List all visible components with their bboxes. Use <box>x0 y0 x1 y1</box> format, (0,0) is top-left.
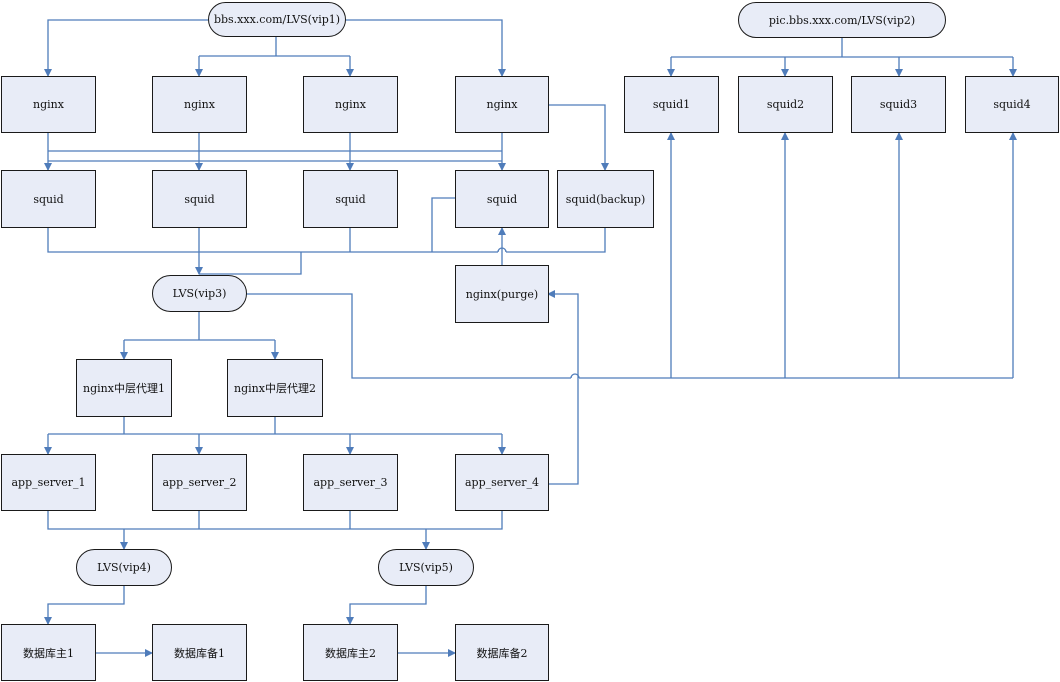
lvs-vip2-node: pic.bbs.xxx.com/LVS(vip2) <box>738 2 946 38</box>
connector-nginx4-squid-backup <box>548 104 609 171</box>
nginx-node-4: nginx <box>455 76 549 133</box>
lvs-vip1-node: bbs.xxx.com/LVS(vip1) <box>208 2 346 37</box>
lvs-vip4-node: LVS(vip4) <box>76 549 172 586</box>
connector-vip5-db2 <box>346 586 427 625</box>
squid-node-3: squid <box>303 170 398 228</box>
pic-squid-node-4: squid4 <box>965 76 1059 133</box>
db-backup-node-1: 数据库备1 <box>152 624 247 681</box>
squid-node-4: squid <box>455 170 549 228</box>
db-master-node-2: 数据库主2 <box>303 624 398 681</box>
connector-squid-bus <box>47 228 606 253</box>
db-master-node-1: 数据库主1 <box>1 624 96 681</box>
nginx-purge-node: nginx(purge) <box>455 265 549 323</box>
app-server-node-4: app_server_4 <box>455 454 549 511</box>
lvs-vip3-node: LVS(vip3) <box>152 275 247 312</box>
connector-vip1-nginx4 <box>346 19 506 77</box>
nginx-node-1: nginx <box>1 76 96 133</box>
nginx-node-3: nginx <box>303 76 398 133</box>
mid-proxy-node-1: nginx中层代理1 <box>76 359 172 417</box>
connector-vip4-db1 <box>44 586 125 625</box>
connector-vip3-pic-bus <box>246 293 1013 379</box>
app-server-node-3: app_server_3 <box>303 454 398 511</box>
mid-proxy-node-2: nginx中层代理2 <box>227 359 323 417</box>
app-server-node-1: app_server_1 <box>1 454 96 511</box>
lvs-vip5-node: LVS(vip5) <box>378 549 474 586</box>
db-backup-node-2: 数据库备2 <box>455 624 549 681</box>
pic-squid-node-3: squid3 <box>851 76 946 133</box>
squid-node-1: squid <box>1 170 96 228</box>
connector-vip1-nginx1 <box>44 19 208 77</box>
squid-backup-node: squid(backup) <box>557 170 654 228</box>
pic-squid-node-2: squid2 <box>738 76 833 133</box>
nginx-node-2: nginx <box>152 76 247 133</box>
app-server-node-2: app_server_2 <box>152 454 247 511</box>
pic-squid-node-1: squid1 <box>624 76 719 133</box>
squid-node-2: squid <box>152 170 247 228</box>
connector-app4-purge <box>547 290 579 485</box>
